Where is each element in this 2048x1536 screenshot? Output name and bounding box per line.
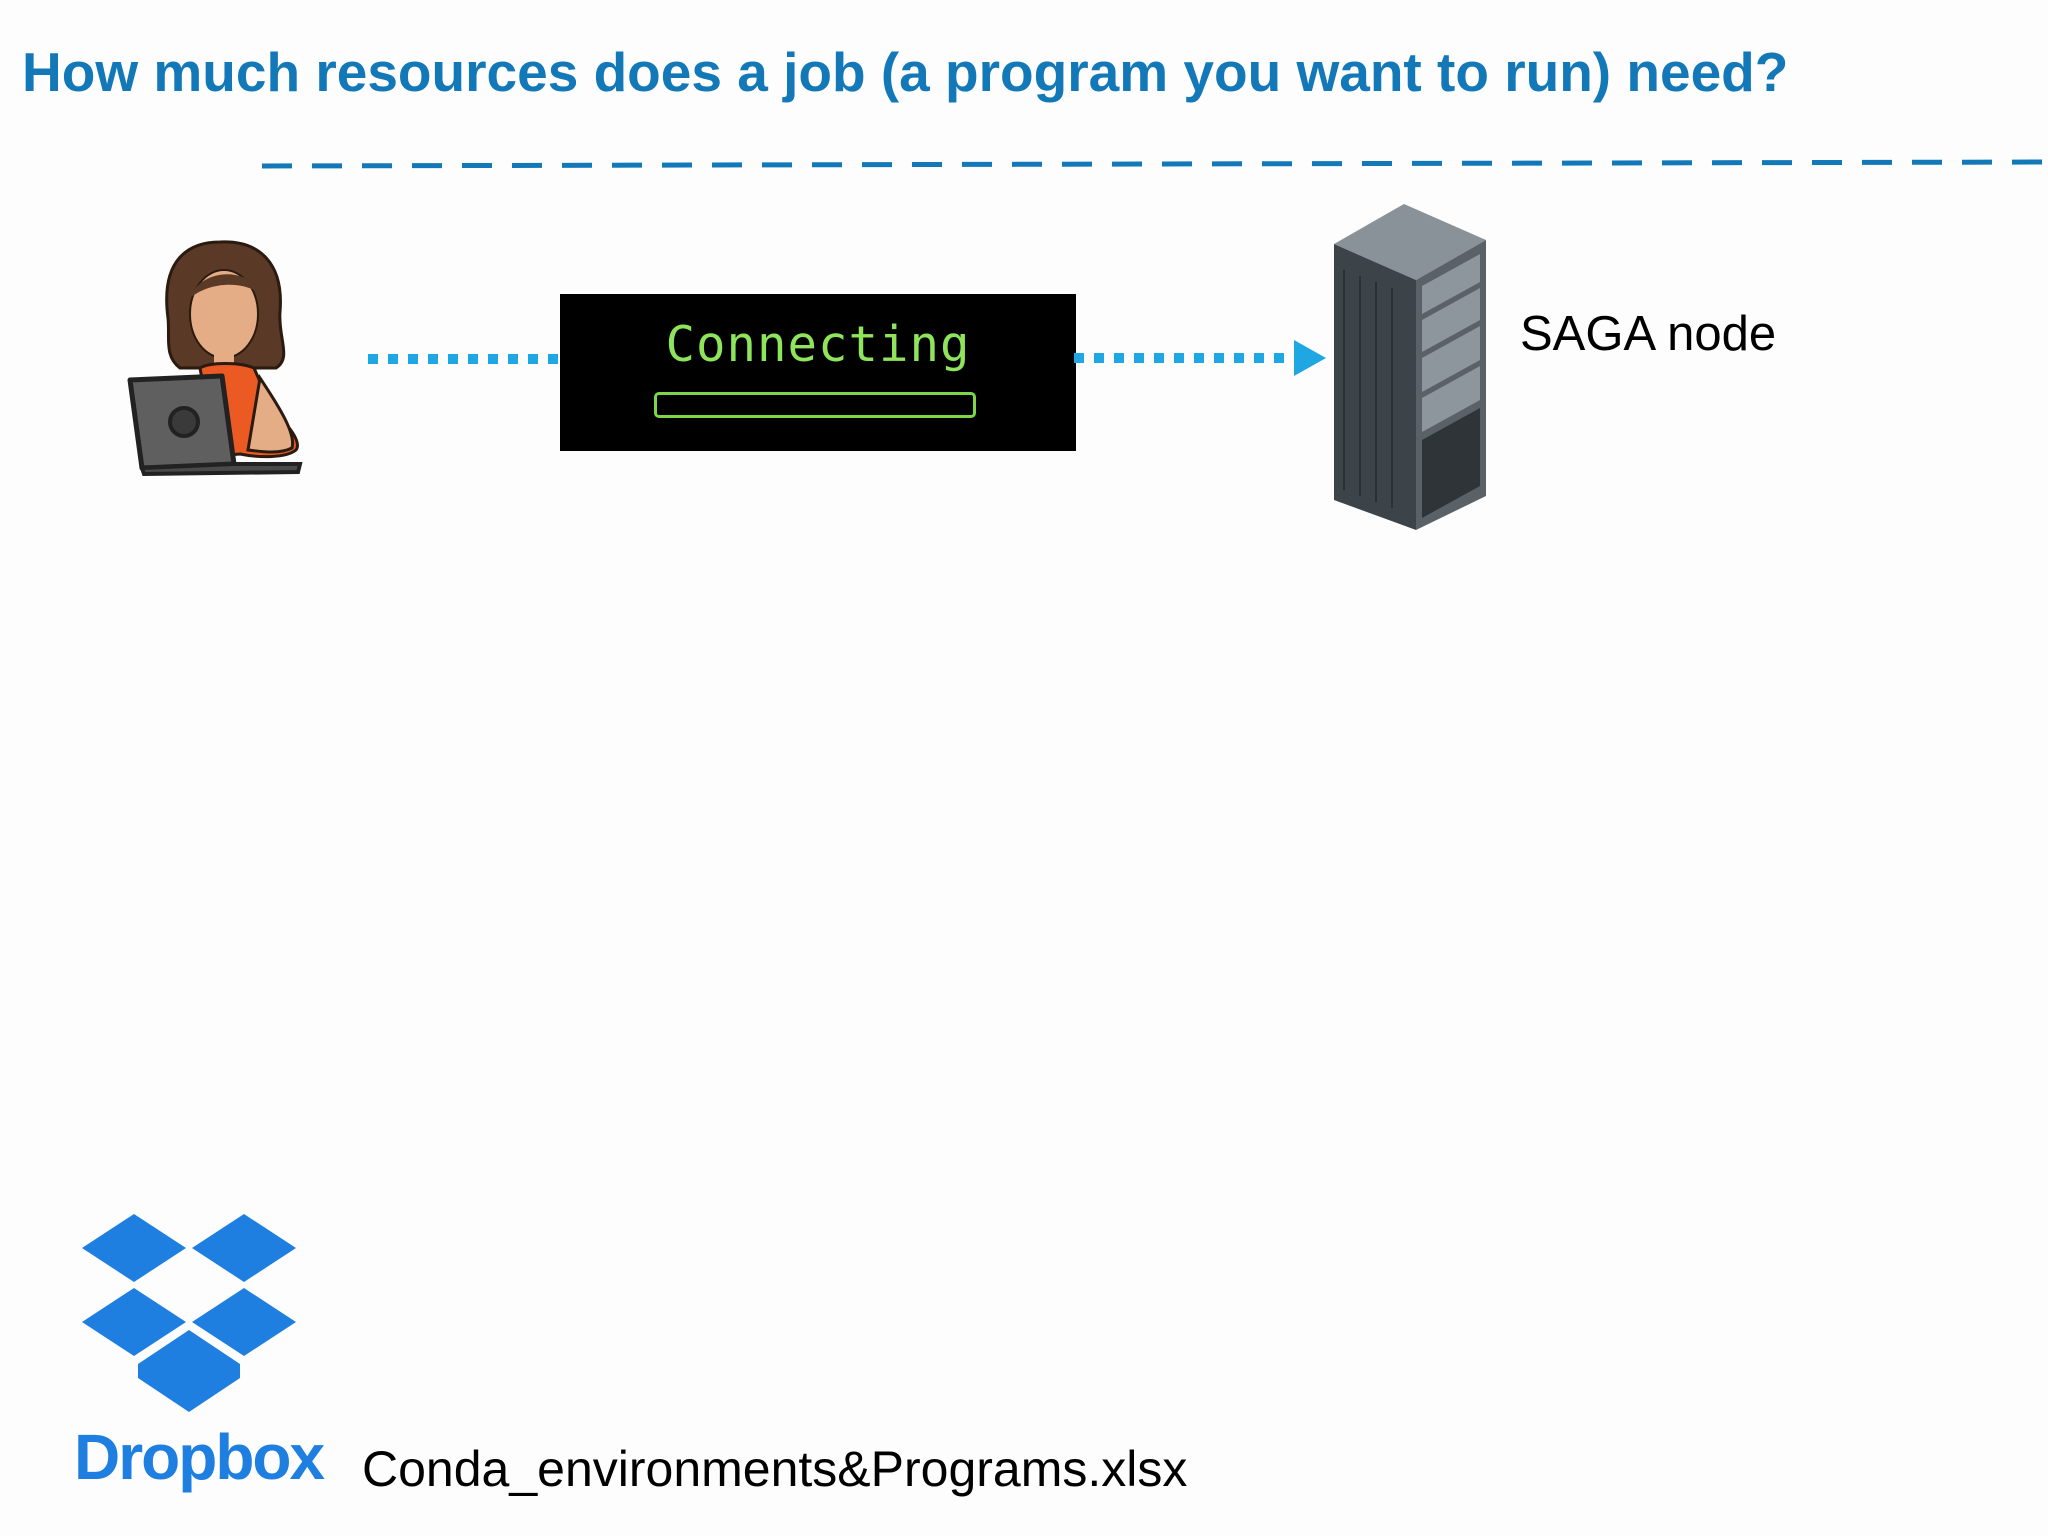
terminal-connecting-panel: Connecting	[560, 294, 1076, 451]
dropbox-wordmark: Dropbox	[74, 1421, 325, 1493]
user-with-laptop-icon	[127, 240, 303, 477]
connecting-status-text: Connecting	[665, 316, 971, 373]
dashed-divider	[262, 159, 2048, 169]
page-title: How much resources does a job (a program…	[22, 41, 1789, 103]
connector-dotted-arrow-right	[1074, 340, 1326, 376]
connection-progress-bar	[654, 392, 976, 418]
server-label: SAGA node	[1520, 307, 1777, 361]
dropbox-logo-icon	[82, 1214, 296, 1412]
connector-dotted-left	[368, 354, 564, 364]
file-name-label: Conda_environments&Programs.xlsx	[362, 1441, 1188, 1497]
server-rack-icon	[1334, 204, 1486, 530]
